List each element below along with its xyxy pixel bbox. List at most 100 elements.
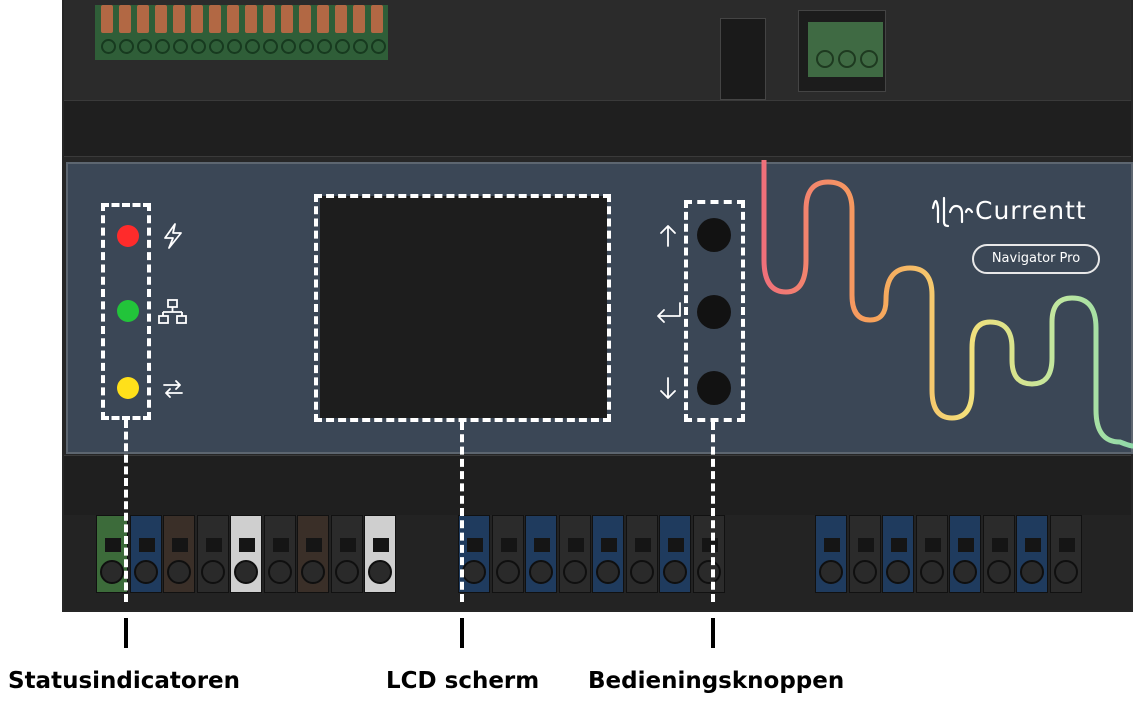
header-hole: [101, 39, 116, 54]
terminal-block: [592, 515, 624, 593]
terminal-slot: [891, 538, 907, 552]
terminal-screw: [986, 560, 1011, 584]
terminal-screw: [663, 560, 687, 584]
header-pin: [173, 5, 185, 33]
status-led-power: [117, 225, 139, 247]
terminal-screw: [301, 560, 325, 584]
header-pin: [227, 5, 239, 33]
header-hole: [263, 39, 278, 54]
terminal-slot: [567, 538, 584, 552]
terminal-slot: [306, 538, 322, 552]
terminal-slot: [534, 538, 550, 552]
header-hole: [191, 39, 206, 54]
terminal-slot: [634, 538, 651, 552]
terminal-slot: [272, 538, 289, 552]
terminal-screw: [696, 560, 721, 584]
terminal-screw: [200, 560, 225, 584]
terminal-slot: [824, 538, 840, 552]
terminal-block: [297, 515, 329, 593]
terminal-screw: [1020, 560, 1044, 584]
terminal-block: [692, 515, 725, 593]
terminal-block: [196, 515, 229, 593]
header-hole: [173, 39, 188, 54]
terminal-slot: [239, 538, 255, 552]
status-leader-solid: [124, 618, 128, 648]
terminal-block: [815, 515, 847, 593]
network-icon: [158, 299, 187, 324]
lcd-leader-dashed: [460, 422, 464, 602]
header-pin: [353, 5, 365, 33]
header-pin: [263, 5, 275, 33]
enter-button[interactable]: [697, 295, 731, 329]
header-hole: [317, 39, 332, 54]
brand-logo-icon: [931, 196, 974, 228]
arrow-up-icon: [660, 225, 676, 247]
header-pin: [137, 5, 149, 33]
terminal-block: [982, 515, 1015, 593]
model-badge: Navigator Pro: [972, 244, 1100, 274]
lcd-screen: [320, 196, 607, 418]
status-led-network: [117, 300, 139, 322]
terminal-slot: [205, 538, 222, 552]
terminal-block: [129, 515, 162, 593]
terminal-block: [848, 515, 881, 593]
terminal-block: [625, 515, 658, 593]
header-hole: [137, 39, 152, 54]
terminal-screw: [1053, 560, 1078, 584]
up-button[interactable]: [697, 218, 731, 252]
terminal-screw: [819, 560, 843, 584]
terminal-screw: [886, 560, 910, 584]
header-pin: [155, 5, 167, 33]
terminal-screw: [133, 560, 158, 584]
terminal-screw: [368, 560, 392, 584]
component-module: [720, 18, 766, 100]
terminal-screw: [334, 560, 359, 584]
terminal-slot: [138, 538, 155, 552]
status-indicators-highlight: [101, 203, 151, 420]
terminal-slot: [991, 538, 1008, 552]
lcd-leader-solid: [460, 618, 464, 648]
header-pin: [299, 5, 311, 33]
header-pin: [371, 5, 383, 33]
terminal-screw: [953, 560, 977, 584]
terminal-screw: [234, 560, 258, 584]
arrow-down-icon: [660, 377, 676, 399]
header-pin: [245, 5, 257, 33]
terminal-screw: [562, 560, 587, 584]
header-pin: [335, 5, 347, 33]
terminal-screw: [629, 560, 654, 584]
terminal-block: [163, 515, 195, 593]
header-hole: [371, 39, 386, 54]
down-button[interactable]: [697, 371, 731, 405]
terminal-slot: [924, 538, 941, 552]
terminal-slot: [105, 538, 121, 552]
lightning-icon: [164, 223, 182, 249]
header-pin: [317, 5, 329, 33]
buttons-leader-dashed: [711, 422, 715, 602]
terminal-block: [949, 515, 981, 593]
terminal-slot: [1058, 538, 1075, 552]
terminal-slot: [601, 538, 617, 552]
green-terminal-block: [808, 22, 883, 77]
header-hole: [335, 39, 350, 54]
header-hole: [299, 39, 314, 54]
terminal-block: [525, 515, 557, 593]
terminal-block: [491, 515, 524, 593]
status-leader-dashed: [124, 420, 128, 602]
header-pin: [281, 5, 293, 33]
terminal-slot: [668, 538, 684, 552]
brand-name: Currentt: [975, 196, 1087, 225]
terminal-block: [1049, 515, 1082, 593]
terminal-block: [263, 515, 296, 593]
terminal-screw: [495, 560, 520, 584]
terminal-screw: [167, 560, 191, 584]
terminal-screw: [596, 560, 620, 584]
caption-control-buttons: Bedieningsknoppen: [588, 668, 845, 694]
header-hole: [227, 39, 242, 54]
header-hole: [281, 39, 296, 54]
header-pin: [209, 5, 221, 33]
terminal-slot: [857, 538, 874, 552]
lcd-screen-highlight: [314, 194, 611, 422]
terminal-block: [330, 515, 363, 593]
header-hole: [245, 39, 260, 54]
